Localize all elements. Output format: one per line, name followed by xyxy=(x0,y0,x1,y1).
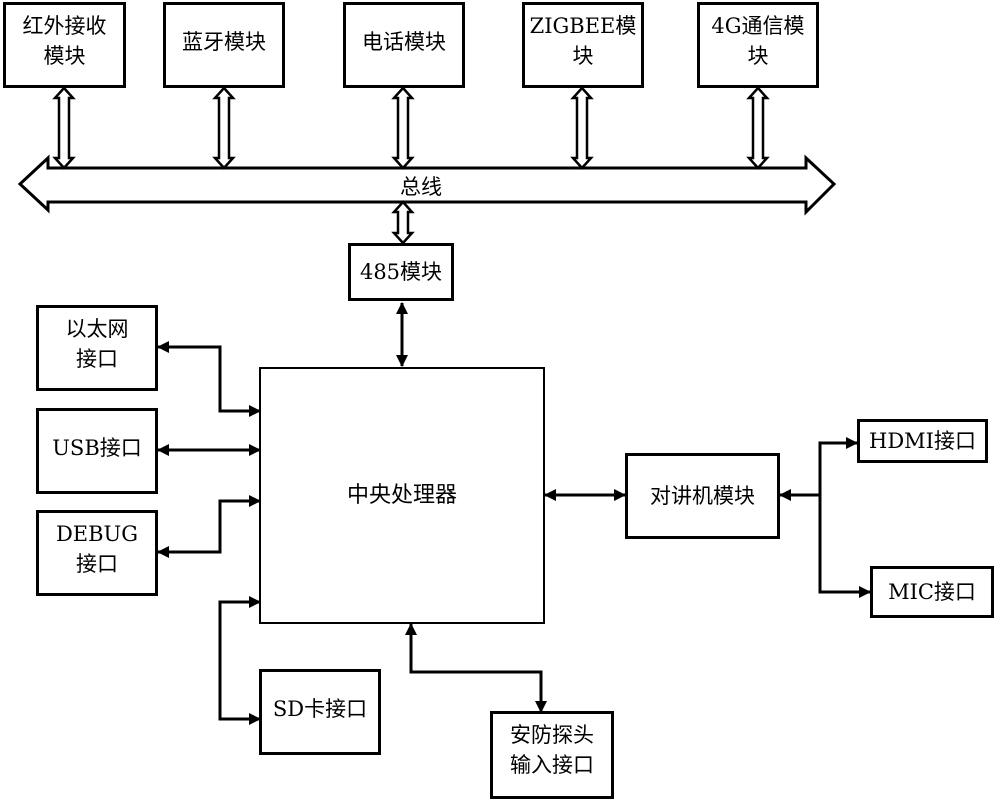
port-ethernet-label: 以太网 接口 xyxy=(65,317,129,372)
module-intercom: 对讲机模块 xyxy=(625,453,780,539)
module-485: 485模块 xyxy=(348,243,454,301)
port-security-probe: 安防探头 输入接口 xyxy=(490,711,614,799)
port-ethernet: 以太网 接口 xyxy=(36,305,158,391)
port-hdmi: HDMI接口 xyxy=(857,419,988,463)
hollow-arrow-4g-bus xyxy=(746,86,770,170)
arrow-sd-cpu xyxy=(218,596,261,725)
port-mic-label: MIC接口 xyxy=(888,579,976,604)
hollow-arrow-bus-485 xyxy=(391,200,415,245)
arrow-security-cpu xyxy=(405,623,547,713)
module-bluetooth-label: 蓝牙模块 xyxy=(182,30,266,54)
port-debug-label: DEBUG 接口 xyxy=(55,522,139,577)
module-485-label: 485模块 xyxy=(359,259,443,284)
port-debug: DEBUG 接口 xyxy=(36,510,158,596)
arrow-ethernet-cpu xyxy=(157,341,261,417)
hollow-arrow-bluetooth-bus xyxy=(212,86,236,170)
module-infrared-label: 红外接收 模块 xyxy=(22,14,107,69)
module-phone-label: 电话模块 xyxy=(362,30,446,54)
hollow-arrow-zigbee-bus xyxy=(570,86,594,170)
port-usb: USB接口 xyxy=(36,408,158,494)
module-zigbee: ZIGBEE模 块 xyxy=(522,2,644,88)
bus-label: 总线 xyxy=(400,175,442,199)
arrow-junction-mic xyxy=(818,495,871,598)
port-security-probe-label: 安防探头 输入接口 xyxy=(510,723,594,778)
module-4g-label: 4G通信模 块 xyxy=(711,14,805,69)
port-usb-label: USB接口 xyxy=(52,436,142,460)
module-infrared: 红外接收 模块 xyxy=(3,2,126,88)
port-hdmi-label: HDMI接口 xyxy=(869,428,976,453)
bus-arrow xyxy=(17,154,837,216)
central-processor: 中央处理器 xyxy=(259,367,545,624)
hollow-arrow-infrared-bus xyxy=(52,86,76,170)
arrow-debug-cpu xyxy=(157,495,261,558)
hollow-arrow-phone-bus xyxy=(391,86,415,170)
module-intercom-label: 对讲机模块 xyxy=(650,483,755,508)
port-sd-card: SD卡接口 xyxy=(259,669,381,755)
port-sd-card-label: SD卡接口 xyxy=(272,697,368,721)
arrow-junction-hdmi xyxy=(818,437,858,495)
module-4g: 4G通信模 块 xyxy=(697,2,819,88)
module-zigbee-label: ZIGBEE模 块 xyxy=(529,14,637,69)
port-mic: MIC接口 xyxy=(870,566,994,618)
central-processor-label: 中央处理器 xyxy=(346,482,457,508)
module-bluetooth: 蓝牙模块 xyxy=(163,2,285,88)
module-phone: 电话模块 xyxy=(343,2,465,88)
